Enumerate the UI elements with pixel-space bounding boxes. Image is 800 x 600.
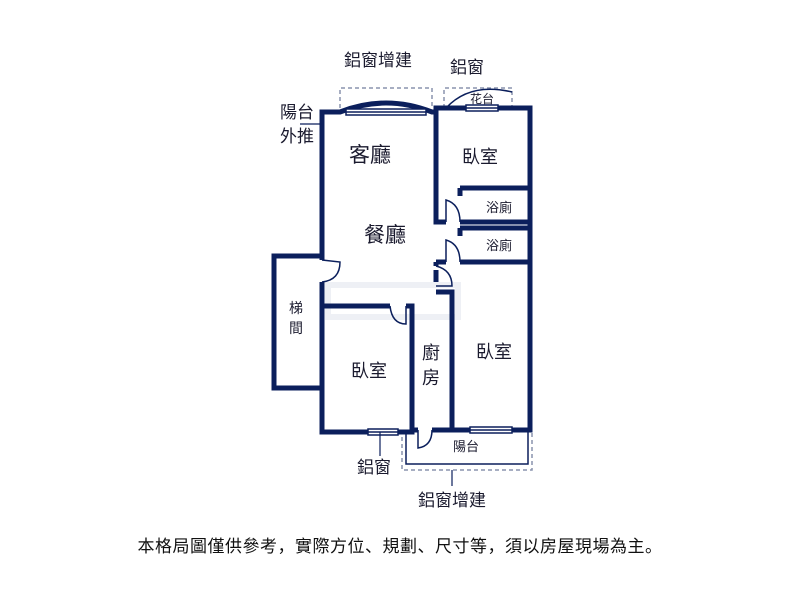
label-flower-bed: 花台 <box>470 91 494 106</box>
label-bedroom-sw: 臥室 <box>351 361 387 382</box>
label-alu-extension-top: 鋁窗增建 <box>344 51 412 71</box>
balcony-south-outline <box>401 430 533 471</box>
label-kitchen-1: 廚 <box>422 342 440 364</box>
label-balcony-pushout-2: 外推 <box>280 127 314 147</box>
label-bedroom-ne: 臥室 <box>462 147 498 168</box>
doors <box>321 199 461 449</box>
flower-bed-arc <box>445 88 513 109</box>
walls <box>271 100 533 435</box>
label-stair-1: 梯 <box>289 301 303 317</box>
label-living: 客廳 <box>349 143 391 167</box>
label-alu-window-bottom: 鋁窗 <box>357 458 391 478</box>
window-bedroom-sw <box>367 428 399 436</box>
flower-bed-outline <box>443 87 513 108</box>
door-bath-2 <box>445 239 461 263</box>
label-alu-extension-bottom: 鋁窗增建 <box>418 491 486 511</box>
label-balcony-pushout-1: 陽台 <box>280 103 314 123</box>
label-bath-1: 浴廁 <box>486 200 512 216</box>
top-extension-outline <box>339 87 433 108</box>
label-kitchen-2: 房 <box>422 368 440 389</box>
label-stair-2: 間 <box>289 321 303 337</box>
windows <box>345 104 513 436</box>
window-bedroom-se <box>469 426 513 434</box>
window-bedroom-ne <box>465 104 499 112</box>
dashed-extensions <box>339 87 533 471</box>
door-stair <box>321 259 341 283</box>
door-bedroom-sw <box>389 305 407 325</box>
door-bath-1 <box>445 199 461 223</box>
leader-lines <box>300 123 453 486</box>
label-bath-2: 浴廁 <box>486 238 512 254</box>
label-dining: 餐廳 <box>364 223 406 247</box>
balcony-south <box>405 432 529 465</box>
label-alu-window-top: 鋁窗 <box>450 58 484 78</box>
label-bedroom-se: 臥室 <box>476 342 512 363</box>
disclaimer-note: 本格局圖僅供參考，實際方位、規劃、尺寸等，須以房屋現場為主。 <box>137 537 663 557</box>
label-balcony-south: 陽台 <box>453 440 479 455</box>
door-kitchen-hall <box>435 265 453 287</box>
door-kitchen-south <box>417 429 433 449</box>
window-living-top <box>345 108 427 116</box>
